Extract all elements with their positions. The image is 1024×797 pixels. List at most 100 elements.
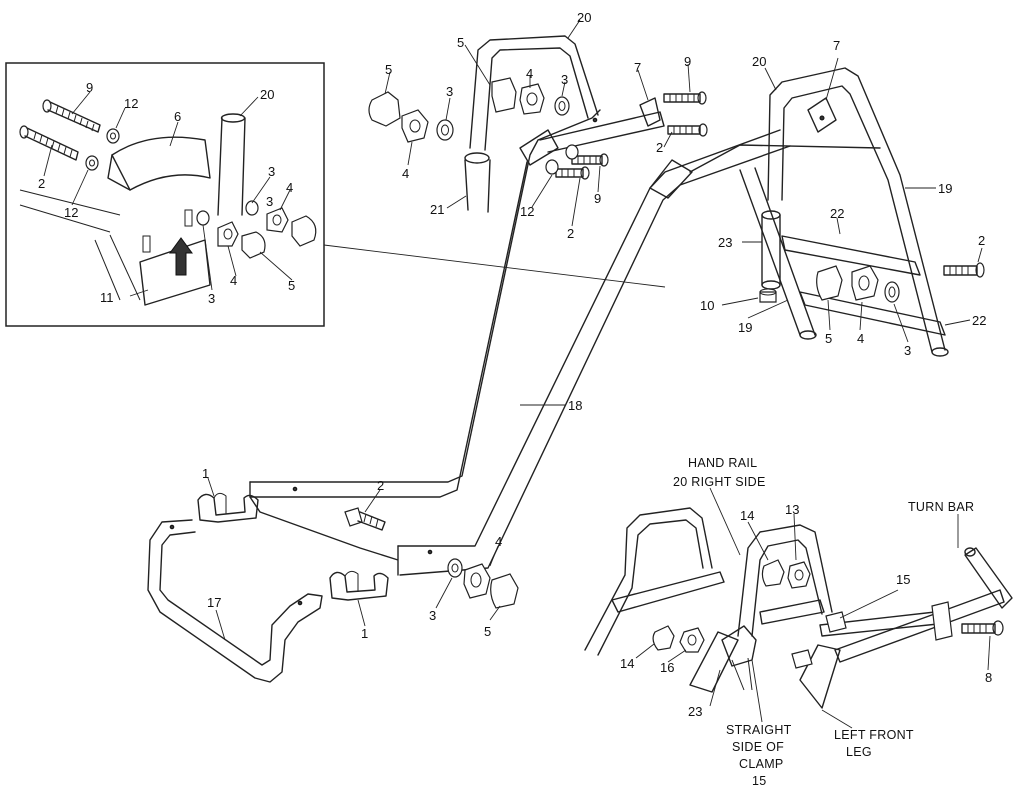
callout-20: 20	[752, 54, 766, 69]
callout-2: 2	[656, 140, 663, 155]
handle-17	[147, 519, 323, 683]
callout-1: 1	[202, 466, 209, 481]
inset-background-tube	[19, 189, 141, 301]
bolt-2-lower	[344, 507, 386, 531]
clamp-15-right-b	[931, 601, 953, 641]
callout-9: 9	[86, 80, 93, 95]
straight-side-label-line4: 15	[752, 774, 767, 788]
callout-4: 4	[495, 534, 502, 549]
hand-rail-crossbar	[611, 571, 725, 613]
turn-bar-end	[964, 547, 1013, 609]
callout-3: 3	[268, 164, 275, 179]
callout-23: 23	[718, 235, 732, 250]
callout-5: 5	[385, 62, 392, 77]
hand-rail-label-line1: HAND RAIL	[688, 456, 757, 470]
callout-1: 1	[361, 626, 368, 641]
tube-20-end	[220, 113, 246, 123]
hand-rail-20-right-side	[737, 524, 833, 637]
nut-4-right	[851, 265, 879, 301]
frame-elbow-right	[649, 159, 693, 199]
nut-16	[679, 627, 705, 653]
hand-rail-label-line2: 20 RIGHT SIDE	[673, 475, 766, 489]
callout-4: 4	[402, 166, 409, 181]
callout-18: 18	[568, 398, 582, 413]
tube-21	[464, 159, 491, 213]
washer-12-top-b	[545, 159, 559, 175]
callout-14: 14	[620, 656, 634, 671]
callout-12: 12	[64, 205, 78, 220]
callout-16: 16	[660, 660, 674, 675]
bracket-7-right	[807, 97, 837, 133]
top-right-assembly: 20 7 19 22 2 23 10 19 5 4 3 22	[700, 38, 986, 358]
callout-4: 4	[230, 273, 237, 288]
callout-4: 4	[857, 331, 864, 346]
left-front-leg	[799, 644, 841, 709]
callout-7: 7	[833, 38, 840, 53]
bolt-2-mid	[555, 166, 590, 180]
nut-14-upper	[761, 559, 785, 587]
callout-5: 5	[288, 278, 295, 293]
washer-3-a	[196, 210, 210, 226]
nut-4-top-b	[519, 83, 545, 115]
turn-bar-label: TURN BAR	[908, 500, 974, 514]
washer-12-upper-hole	[110, 132, 116, 140]
washer-3-top-a	[436, 119, 454, 141]
callout-3: 3	[904, 343, 911, 358]
callout-11: 11	[100, 290, 114, 305]
callout-9: 9	[684, 54, 691, 69]
inset-pointer-line	[323, 244, 666, 288]
callout-17: 17	[207, 595, 221, 610]
bolt-2	[19, 125, 79, 161]
straight-side-label-line3: CLAMP	[739, 757, 784, 771]
clamp-plate-11-slot	[142, 209, 193, 253]
bolt-2-right	[943, 262, 985, 278]
callout-13: 13	[785, 502, 799, 517]
inset-frame	[5, 62, 325, 327]
cap-nut-5-right	[816, 265, 843, 301]
callout-20: 20	[260, 87, 274, 102]
callout-3: 3	[429, 608, 436, 623]
nut-13	[787, 561, 811, 589]
clamp-bar-22-lower	[799, 291, 946, 336]
callout-8: 8	[985, 670, 992, 685]
handle-assembly: 1 2 4 17 1 3 5	[147, 466, 519, 683]
callout-23: 23	[688, 704, 702, 719]
callout-10: 10	[700, 298, 714, 313]
cap-nut-5-b	[291, 215, 317, 247]
bolt-9-top	[663, 91, 707, 105]
bolt-8	[961, 620, 1004, 636]
tube-20	[217, 117, 246, 216]
plug-10	[759, 291, 777, 303]
leg-19	[739, 167, 816, 336]
cap-nut-5-top-b	[491, 77, 517, 113]
callout-14: 14	[740, 508, 754, 523]
straight-side-label-line1: STRAIGHT	[726, 723, 792, 737]
top-center-assembly: 20 5 4 3 7 9 5 3 4 2 12 9 2 21	[368, 10, 708, 241]
callout-5: 5	[457, 35, 464, 50]
nut-4-b	[266, 207, 289, 233]
bracket-7-top	[639, 97, 661, 127]
callout-22: 22	[830, 206, 844, 221]
bolt-9	[42, 99, 101, 133]
callout-4: 4	[526, 66, 533, 81]
cap-nut-5-top-a	[368, 91, 401, 127]
callout-20: 20	[577, 10, 591, 25]
callout-19: 19	[738, 320, 752, 335]
callout-21: 21	[430, 202, 444, 217]
washer-3-top-b	[554, 96, 570, 116]
washer-12-lower-hole	[89, 159, 95, 167]
nut-4-a	[217, 221, 239, 247]
turn-bar-detail: HAND RAIL 20 RIGHT SIDE TURN BAR 14 13 1…	[584, 456, 1013, 788]
callout-7: 7	[634, 60, 641, 75]
washer-12-top-a	[565, 144, 579, 160]
bracket-6-flange	[107, 154, 131, 191]
straight-side-label-line2: SIDE OF	[732, 740, 784, 754]
callout-5: 5	[825, 331, 832, 346]
left-front-leg-label-line1: LEFT FRONT	[834, 728, 914, 742]
callout-3: 3	[446, 84, 453, 99]
callout-15: 15	[896, 572, 910, 587]
nut-4-top-a	[401, 109, 429, 143]
hand-rail-20-upper	[469, 35, 599, 151]
bolt-2-top	[667, 123, 708, 137]
